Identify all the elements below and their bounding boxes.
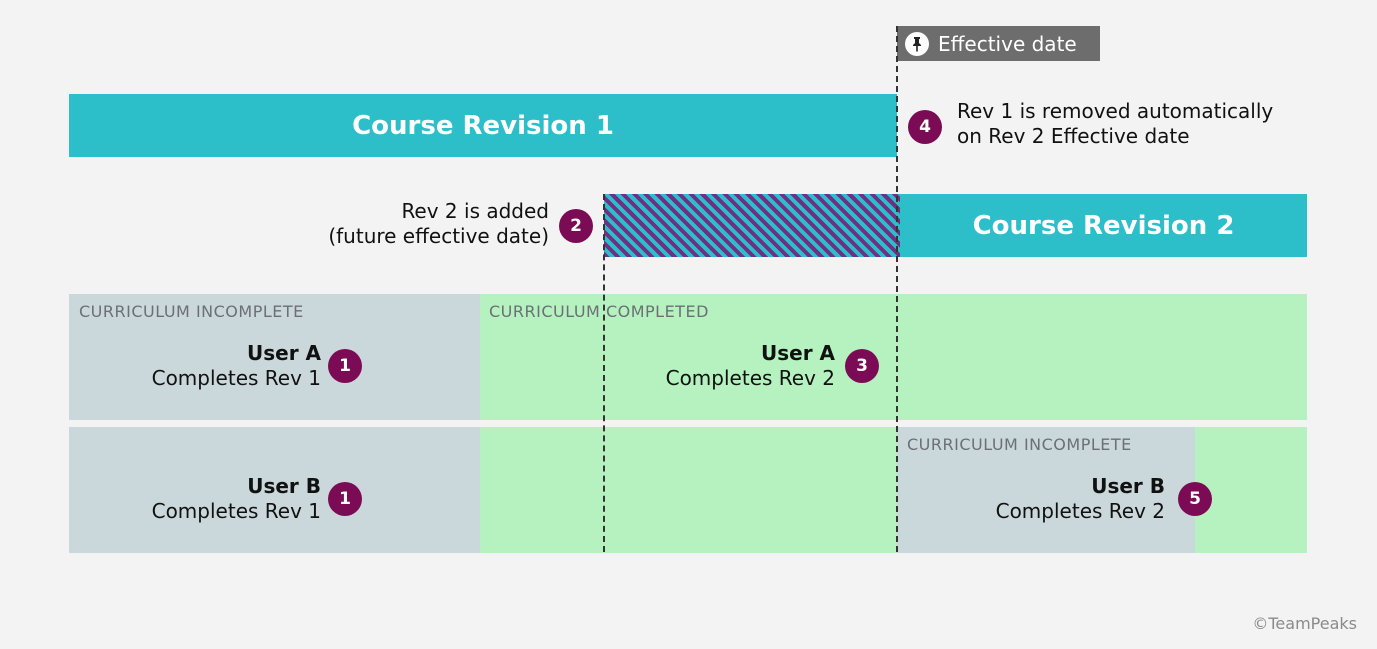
step-badge-3: 3: [845, 349, 879, 383]
user-b-event-5: User B Completes Rev 2: [930, 474, 1165, 524]
effective-date-label: Effective date: [938, 31, 1077, 56]
user-b-completed-segment-1: [480, 427, 897, 553]
user-a-completed-segment: [480, 294, 1307, 420]
user-a-event-1: User A Completes Rev 1: [100, 341, 321, 391]
user-a-event-3-user: User A: [760, 341, 835, 365]
user-b-incomplete-segment-2: [897, 427, 1195, 553]
note-rev1-removed: Rev 1 is removed automatically on Rev 2 …: [957, 99, 1273, 149]
effective-date-guide-line: [896, 26, 898, 552]
user-a-event-1-action: Completes Rev 1: [151, 366, 321, 390]
user-b-event-1-action: Completes Rev 1: [151, 499, 321, 523]
note-rev1-removed-line1: Rev 1 is removed automatically: [957, 99, 1274, 123]
pushpin-icon: [905, 31, 929, 56]
user-a-event-3: User A Completes Rev 2: [600, 341, 835, 391]
user-b-status-incomplete: CURRICULUM INCOMPLETE: [907, 435, 1132, 454]
note-rev2-added-line2: (future effective date): [328, 224, 549, 248]
user-b-event-5-action: Completes Rev 2: [995, 499, 1165, 523]
user-a-incomplete-segment: [69, 294, 480, 420]
note-rev2-added: Rev 2 is added (future effective date): [300, 199, 549, 249]
effective-date-tag: Effective date: [897, 26, 1100, 61]
user-a-status-incomplete: CURRICULUM INCOMPLETE: [79, 302, 304, 321]
copyright-text: ©TeamPeaks: [1252, 614, 1357, 633]
rev2-added-guide-line: [603, 194, 605, 552]
user-b-event-5-user: User B: [1091, 474, 1165, 498]
rev2-pending-hatch: [604, 194, 900, 257]
step-badge-1-user-b: 1: [328, 482, 362, 516]
user-b-incomplete-segment-1: [69, 427, 480, 553]
user-b-event-1-user: User B: [247, 474, 321, 498]
note-rev2-added-line1: Rev 2 is added: [401, 199, 549, 223]
user-b-event-1: User B Completes Rev 1: [100, 474, 321, 524]
user-a-event-1-user: User A: [246, 341, 321, 365]
user-a-status-completed: CURRICULUM COMPLETED: [489, 302, 709, 321]
note-rev1-removed-line2: on Rev 2 Effective date: [957, 124, 1190, 148]
step-badge-1: 1: [328, 349, 362, 383]
step-badge-4: 4: [908, 110, 942, 144]
course-revision-1-bar: Course Revision 1: [69, 94, 897, 157]
step-badge-2: 2: [559, 209, 593, 243]
user-b-completed-segment-2: [1195, 427, 1307, 553]
course-revision-2-bar: Course Revision 2: [900, 194, 1307, 257]
step-badge-5: 5: [1178, 482, 1212, 516]
user-a-event-3-action: Completes Rev 2: [665, 366, 835, 390]
